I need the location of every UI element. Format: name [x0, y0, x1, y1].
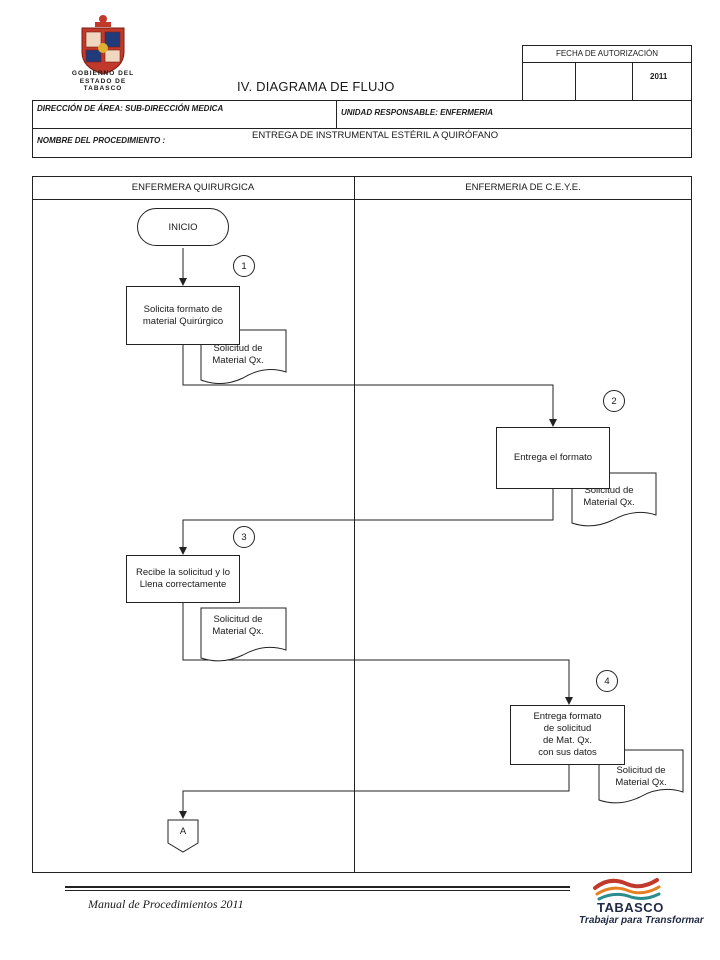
document-label: Solicitud de Material Qx. [201, 614, 275, 638]
document-label-line: Solicitud de [213, 343, 263, 354]
step-text-line: con sus datos [538, 747, 597, 758]
brand-slogan: Trabajar para Transformar [579, 915, 704, 926]
step-text-line: Solicita formato de [143, 303, 223, 315]
tabasco-wave-icon [593, 878, 661, 901]
coat-of-arms-logo [74, 12, 132, 96]
document-label: Solicitud de Material Qx. [572, 485, 646, 509]
document-label-line: Material Qx. [212, 355, 264, 366]
authorization-year: 2011 [650, 72, 668, 81]
org-name-line: GOBIERNO DEL [71, 70, 135, 77]
step-text-line: material Quirúrgico [142, 315, 224, 327]
footer-rule-thin [65, 890, 570, 891]
arrow-step3-to-step4 [182, 603, 573, 705]
arrow-step2-to-step3 [179, 489, 554, 555]
process-step-2: Entrega el formato [496, 427, 610, 489]
footer-rule [65, 886, 570, 888]
authorization-date-label: FECHA DE AUTORIZACIÓN [555, 49, 659, 58]
step-number-badge: 4 [596, 670, 618, 692]
document-title: IV. DIAGRAMA DE FLUJO [237, 79, 395, 94]
coat-of-arms-icon [81, 15, 125, 75]
document-label-line: Solicitud de [584, 485, 634, 496]
step-number: 1 [241, 260, 247, 272]
date-row-divider [522, 62, 692, 63]
document-label-line: Solicitud de [213, 614, 263, 625]
tabasco-brand-logo: TABASCO Trabajar para Transformar [575, 874, 704, 934]
step-number: 2 [611, 395, 617, 407]
step-text-line: Entrega el formato [513, 452, 593, 463]
info-row-divider [32, 128, 692, 129]
org-name-line: ESTADO DE [79, 77, 127, 85]
step-number-badge: 3 [233, 526, 255, 548]
arrow-step4-to-connector [179, 765, 570, 819]
document-label-line: Solicitud de [616, 765, 666, 776]
procedure-label: NOMBRE DEL PROCEDIMIENTO : [37, 136, 166, 145]
step-number-badge: 1 [233, 255, 255, 277]
document-label: Solicitud de Material Qx. [599, 765, 683, 789]
step-number: 3 [241, 531, 247, 543]
arrow-step1-to-step2 [182, 345, 557, 427]
document-label-line: Material Qx. [212, 626, 264, 637]
step-text-line: de solicitud [543, 723, 592, 734]
process-step-3: Recibe la solicitud y lo Llena correctam… [126, 555, 240, 603]
brand-name: TABASCO [597, 900, 664, 915]
document-label-line: Material Qx. [615, 777, 667, 788]
step-number-badge: 2 [603, 390, 625, 412]
start-label: INICIO [168, 221, 198, 233]
manual-title: Manual de Procedimientos 2011 [88, 897, 244, 911]
date-cell-divider [575, 62, 576, 102]
document-label-line: Material Qx. [583, 497, 635, 508]
unit-label: UNIDAD RESPONSABLE: ENFERMERIA [341, 108, 494, 117]
process-step-4: Entrega formato de solicitud de Mat. Qx.… [510, 705, 625, 765]
process-step-1: Solicita formato de material Quirúrgico [126, 286, 240, 345]
lane-header-right: ENFERMERIA DE C.E.Y.E. [465, 182, 581, 193]
lane-divider [354, 176, 355, 873]
step-text-line: de Mat. Qx. [542, 735, 593, 746]
info-table [32, 100, 692, 158]
lane-header-left: ENFERMERA QUIRURGICA [131, 182, 255, 193]
direction-label: DIRECCIÓN DE ÁREA: SUB-DIRECCIÓN MEDICA [37, 104, 224, 113]
document-label: Solicitud de Material Qx. [201, 343, 275, 367]
org-name-line: TABASCO [83, 85, 123, 92]
start-terminal: INICIO [137, 208, 229, 246]
procedure-name: ENTREGA DE INSTRUMENTAL ESTÉRIL A QUIRÓF… [252, 130, 499, 141]
off-page-connector-label: A [179, 826, 187, 837]
step-text-line: Entrega formato [533, 711, 602, 722]
info-col-divider [336, 100, 337, 128]
step-text-line: Llena correctamente [139, 579, 227, 590]
date-cell-divider [632, 62, 633, 102]
step-number: 4 [604, 675, 610, 687]
step-text-line: Recibe la solicitud y lo [136, 567, 230, 578]
org-name: GOBIERNO DEL ESTADO DE TABASCO [62, 70, 144, 93]
lane-header-divider [32, 199, 692, 200]
swimlane-frame [32, 176, 692, 873]
